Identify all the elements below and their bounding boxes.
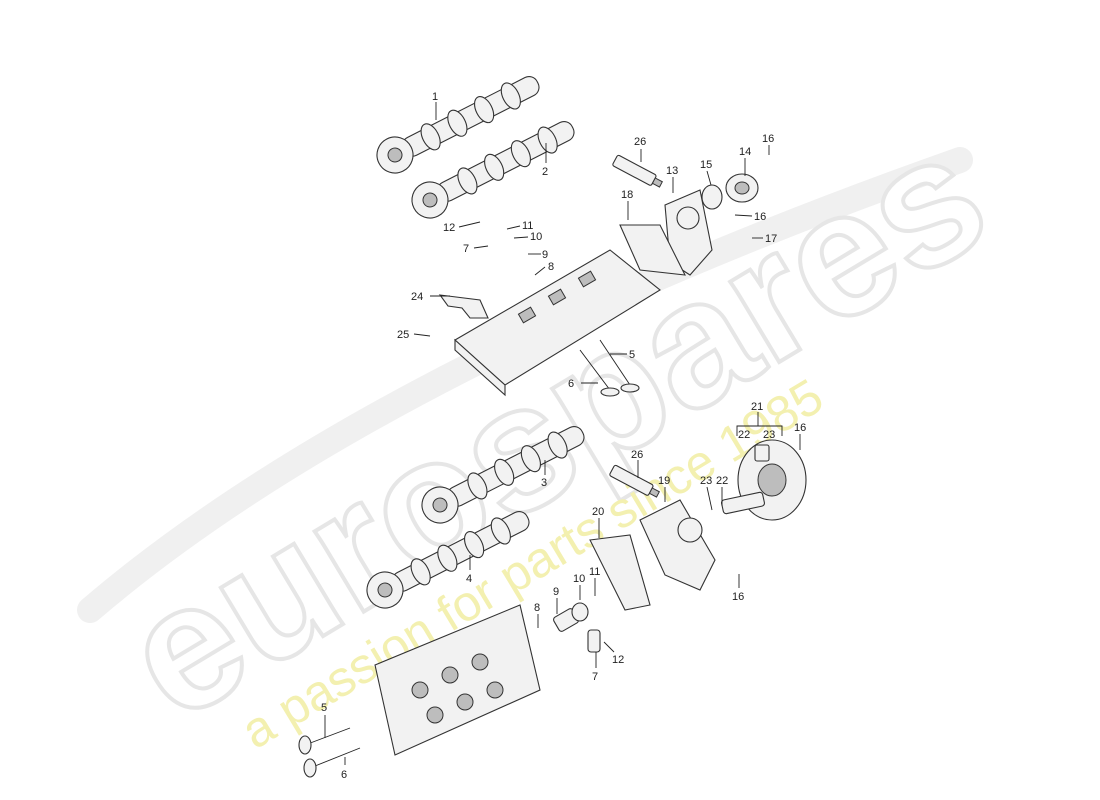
callout-4: 4 [466,573,472,585]
callout-11-top: 11 [522,220,533,232]
part-gasket-20 [589,534,651,611]
callout-12-top: 12 [443,222,455,234]
callout-labels: 1 2 26 13 15 14 16 18 12 11 10 7 9 8 16 … [321,91,806,781]
leader-lines [324,102,801,765]
callout-24: 24 [411,291,423,303]
part-oring-15 [701,184,723,210]
callout-9-bottom: 9 [553,586,559,598]
callout-6-bottom: 6 [341,769,347,781]
callout-16-a: 16 [762,133,774,145]
part-valve-5-6-top [579,339,640,397]
callout-13: 13 [666,165,678,177]
callout-8-bottom: 8 [534,602,540,614]
part-cap-14 [725,173,759,203]
callout-8-top: 8 [548,261,554,273]
part-cover-13 [664,189,713,276]
callout-19: 19 [658,475,670,487]
callout-25: 25 [397,329,409,341]
callout-10-bottom: 10 [573,573,585,585]
part-gasket-18 [619,224,686,276]
part-sealant-tube-26-bottom [609,464,660,498]
watermark-brand: eurospares [92,93,1017,758]
part-camshaft-3 [421,426,585,524]
callout-3: 3 [541,477,547,489]
callout-17: 17 [765,233,777,245]
part-cylinder-head-bottom [374,604,541,756]
callout-22: 22 [716,475,728,487]
callout-14: 14 [739,146,751,158]
callout-26-bottom: 26 [631,449,643,461]
callout-16-b: 16 [754,211,766,223]
callout-5-top: 5 [629,349,635,361]
callout-26-top: 26 [634,136,646,148]
part-bracket-24 [438,294,489,319]
part-cover-19 [639,499,716,591]
callout-7-top: 7 [463,243,469,255]
callout-2: 2 [542,166,548,178]
callout-5-bottom: 5 [321,702,327,714]
callout-6-top: 6 [568,378,574,390]
part-cylinder-head-top [454,249,661,397]
callout-16-d: 16 [732,591,744,603]
part-camshaft-2 [411,121,575,219]
part-sealant-tube-26-top [612,154,663,188]
callout-15: 15 [700,159,712,171]
callout-23-bracket: 23 [763,429,775,441]
callout-9-top: 9 [542,249,548,261]
callout-16-c: 16 [794,422,806,434]
part-camshaft-4 [366,511,530,609]
callout-1: 1 [432,91,438,103]
callout-20: 20 [592,506,604,518]
callout-7-bottom: 7 [592,671,598,683]
part-actuator-21 [721,439,807,521]
part-valves-5-6-bottom [298,727,361,778]
callout-22-bracket: 22 [738,429,750,441]
part-camshaft-1 [376,76,540,174]
watermark: eurospares a passion for parts since 198… [77,91,1019,760]
callout-18: 18 [621,189,633,201]
callout-10-top: 10 [530,231,542,243]
callout-23: 23 [700,475,712,487]
callout-11-bottom: 11 [589,566,600,578]
part-valve-spring-set-bottom [553,602,601,653]
callout-12-bottom: 12 [612,654,624,666]
callout-21: 21 [751,401,763,413]
